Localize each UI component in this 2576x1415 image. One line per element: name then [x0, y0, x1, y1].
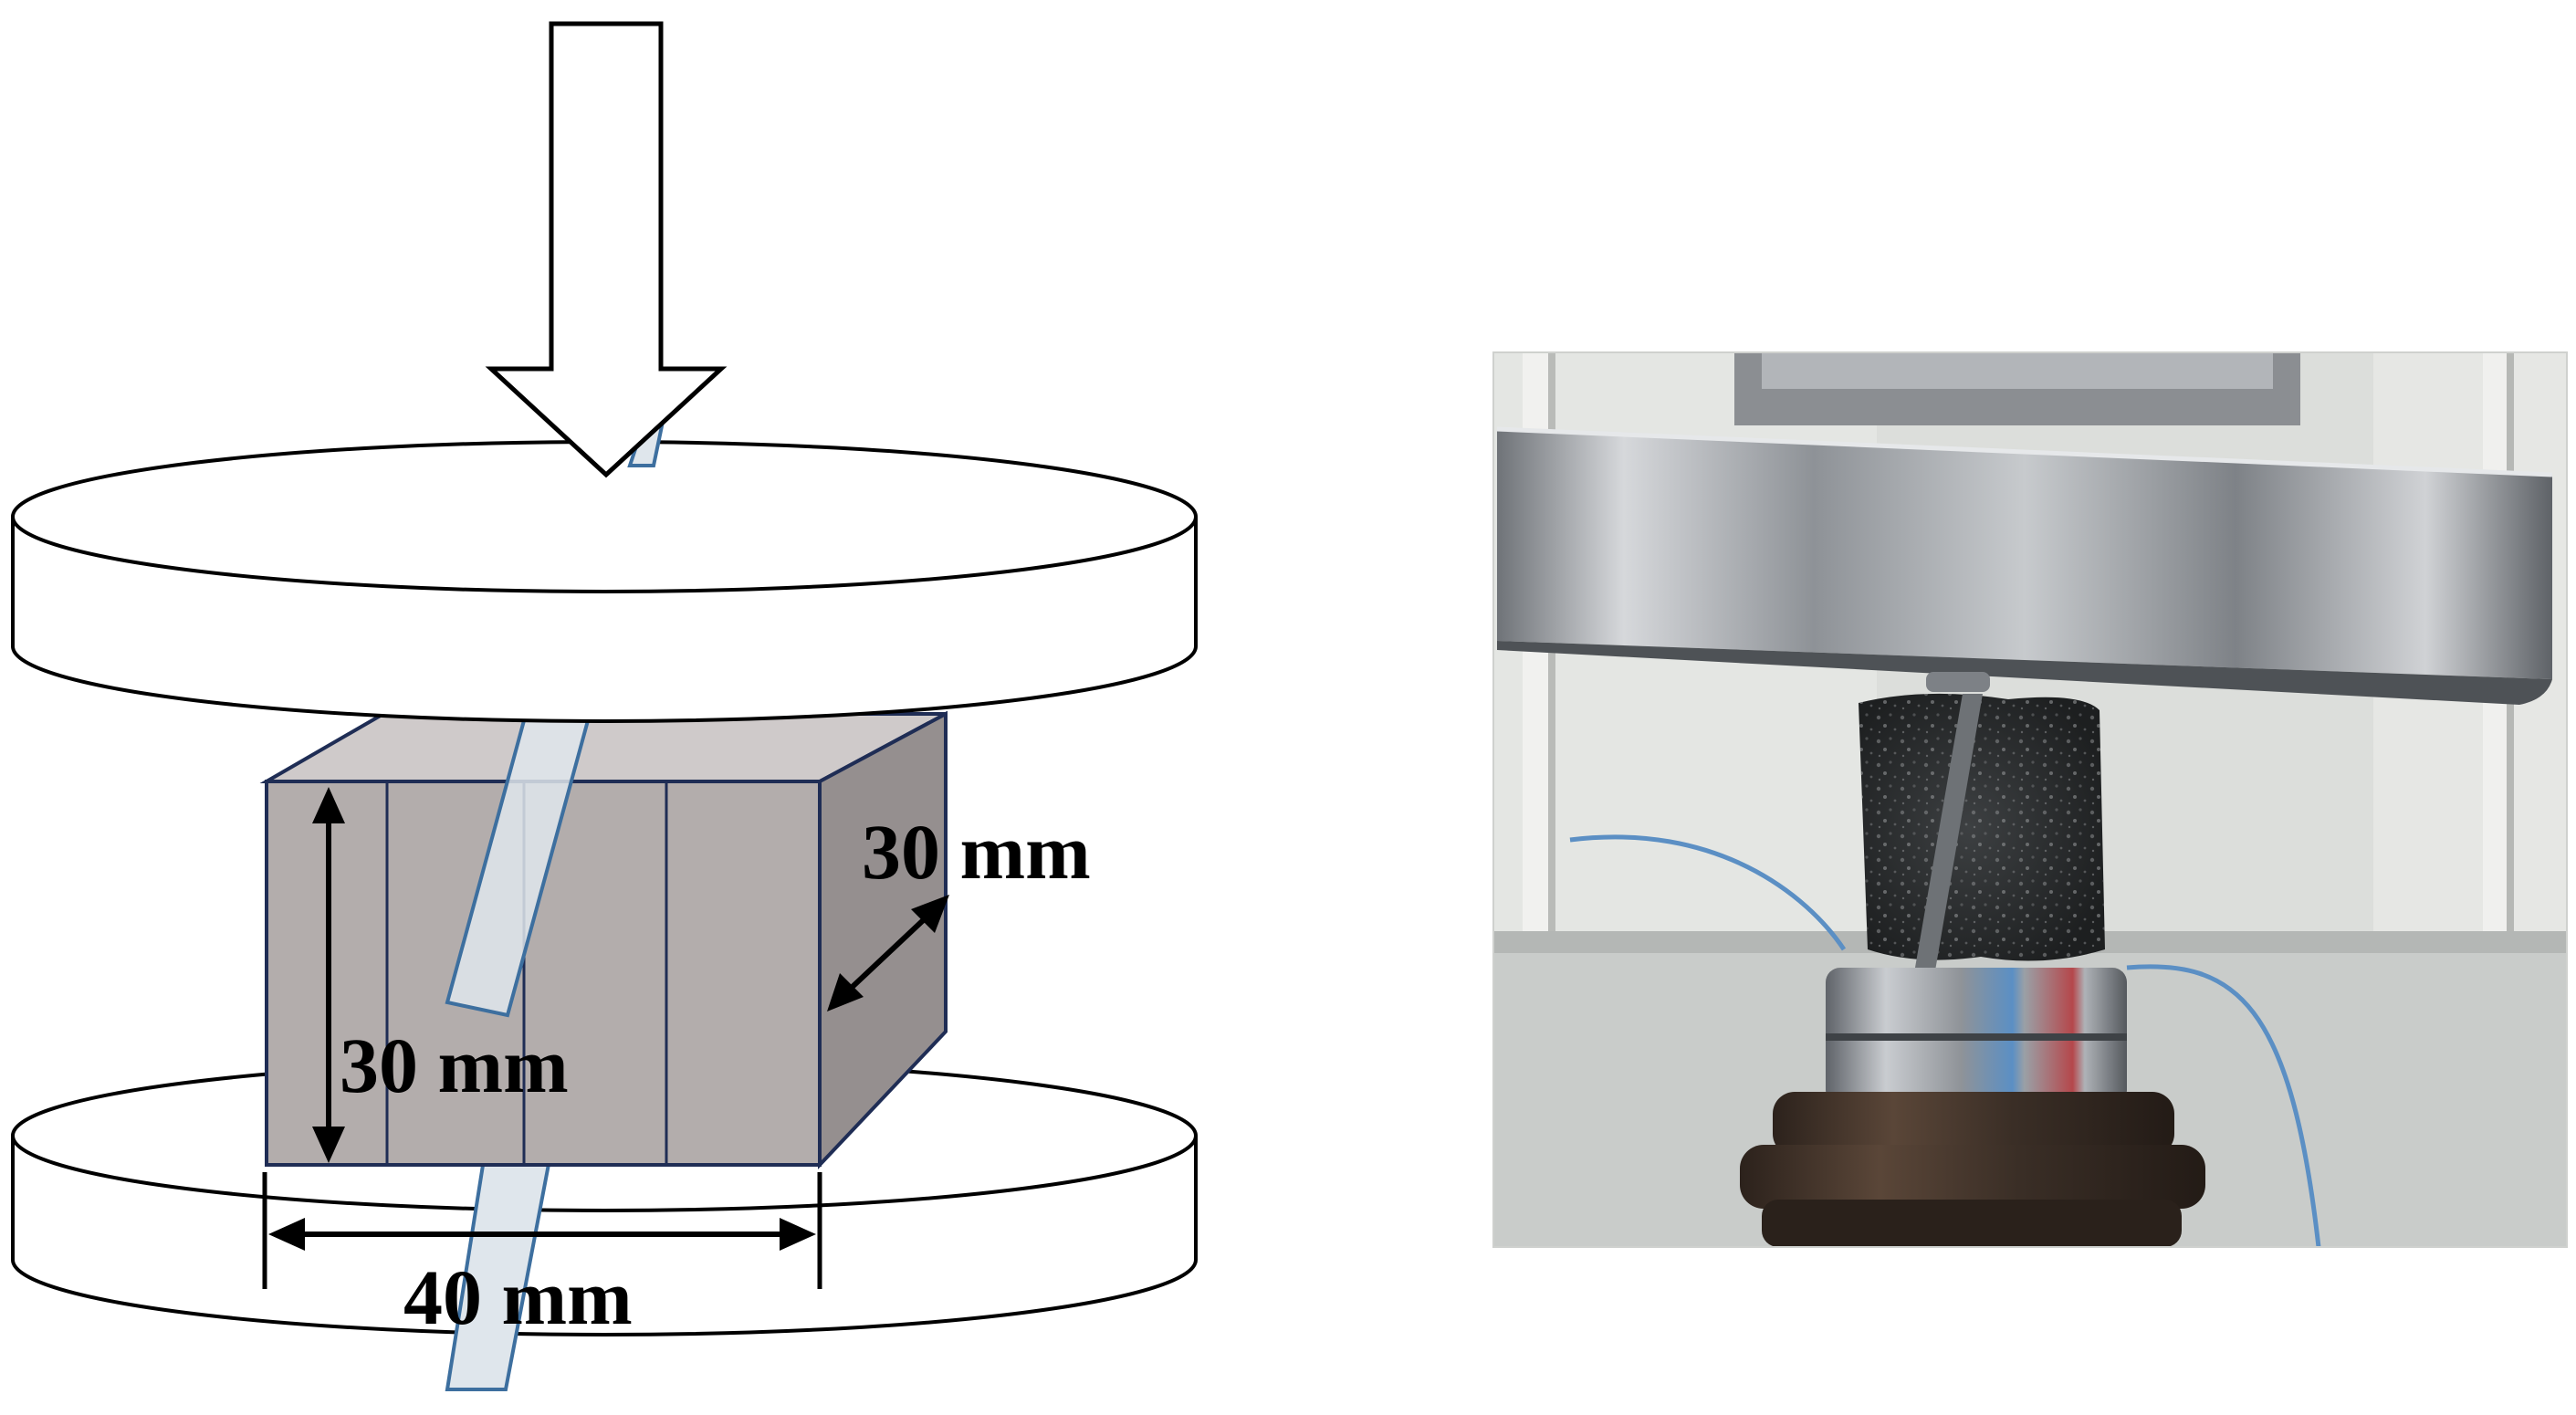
schematic-diagram: 30 mm 30 mm 40 mm: [11, 21, 1198, 1391]
width-dimension-arrow: [262, 1172, 822, 1289]
height-dimension-label: 30 mm: [340, 1022, 569, 1109]
depth-dimension-arrow: [827, 895, 949, 1011]
top-platen: [11, 440, 1198, 723]
load-arrow-icon: [485, 21, 728, 478]
photo-frame: [1492, 351, 2568, 1248]
specimen-block: [259, 710, 948, 1170]
test-setup-photo: [1493, 352, 2567, 1247]
width-dimension-label: 40 mm: [403, 1253, 633, 1341]
height-dimension-arrow: [312, 787, 345, 1163]
depth-dimension-label: 30 mm: [862, 808, 1091, 896]
